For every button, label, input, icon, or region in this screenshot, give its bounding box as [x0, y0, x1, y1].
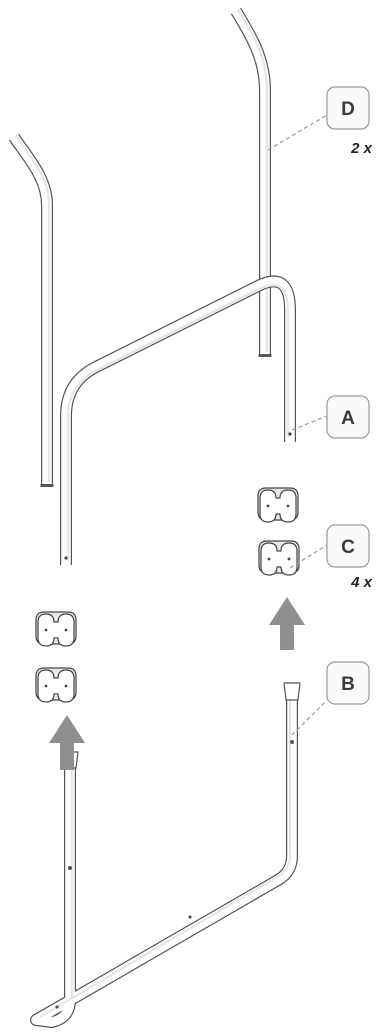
label-b: B	[326, 661, 370, 705]
part-c-clamp-lower-right	[258, 540, 300, 576]
leader-b	[291, 699, 328, 736]
leader-d	[267, 114, 328, 151]
label-c: C	[326, 524, 370, 568]
part-c-clamp-lower-left	[35, 667, 77, 703]
part-a-top-frame	[60, 275, 296, 565]
label-d: D	[326, 86, 370, 130]
label-a: A	[326, 395, 370, 439]
part-d-left-post	[9, 133, 54, 487]
svg-text:D: D	[341, 99, 355, 120]
leader-c	[289, 544, 328, 569]
part-c-clamp-upper-left	[35, 611, 77, 647]
leader-a	[291, 415, 328, 431]
svg-text:C: C	[341, 537, 355, 558]
arrow-up-left	[49, 715, 85, 770]
arrow-up-right	[269, 597, 305, 650]
quantity-c: 4 x	[350, 574, 373, 591]
quantity-d: 2 x	[350, 140, 373, 157]
svg-text:A: A	[341, 408, 355, 429]
part-c-clamp-upper-right	[257, 487, 299, 523]
svg-text:B: B	[341, 674, 355, 695]
part-d-right-post	[230, 7, 272, 357]
